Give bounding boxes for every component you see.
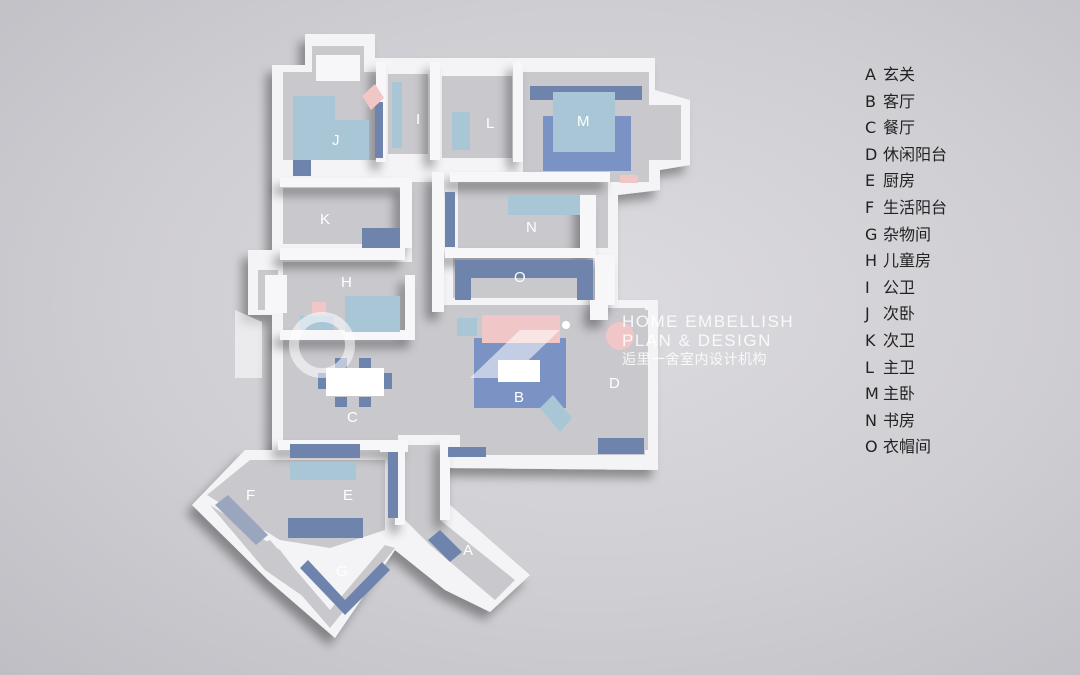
furniture [215,55,644,615]
watermark-line-1: HOME EMBELLISH [622,312,795,331]
watermark-logo [235,310,560,378]
room-label-l: L [486,115,494,132]
room-label-n: N [526,219,537,236]
room-label-f: F [246,487,255,504]
bed-j [293,96,335,122]
room-label-o: O [514,269,526,286]
watermark-line-2: PLAN & DESIGN [622,331,772,350]
watermark-text: HOME EMBELLISH PLAN & DESIGN 逅里一舍室内设计机构 [622,312,794,370]
watermark-line-3: 逅里一舍室内设计机构 [622,352,767,368]
bed-m [553,92,615,152]
bed-j-mattress [293,120,369,160]
room-label-m: M [577,113,590,130]
room-label-g: G [336,563,348,580]
room-label-d: D [609,375,620,392]
desk-n [508,195,580,215]
room-label-c: C [347,409,358,426]
room-label-j: J [332,132,340,149]
room-label-i: I [416,111,420,128]
room-label-h: H [341,274,352,291]
room-label-e: E [343,487,353,504]
closet-o [455,260,593,278]
room-labels: A B C D E F G H I J K L M N O [246,111,620,580]
room-label-a: A [463,542,473,559]
room-label-k: K [320,211,330,228]
room-label-b: B [514,389,524,406]
bed-h [345,296,400,332]
